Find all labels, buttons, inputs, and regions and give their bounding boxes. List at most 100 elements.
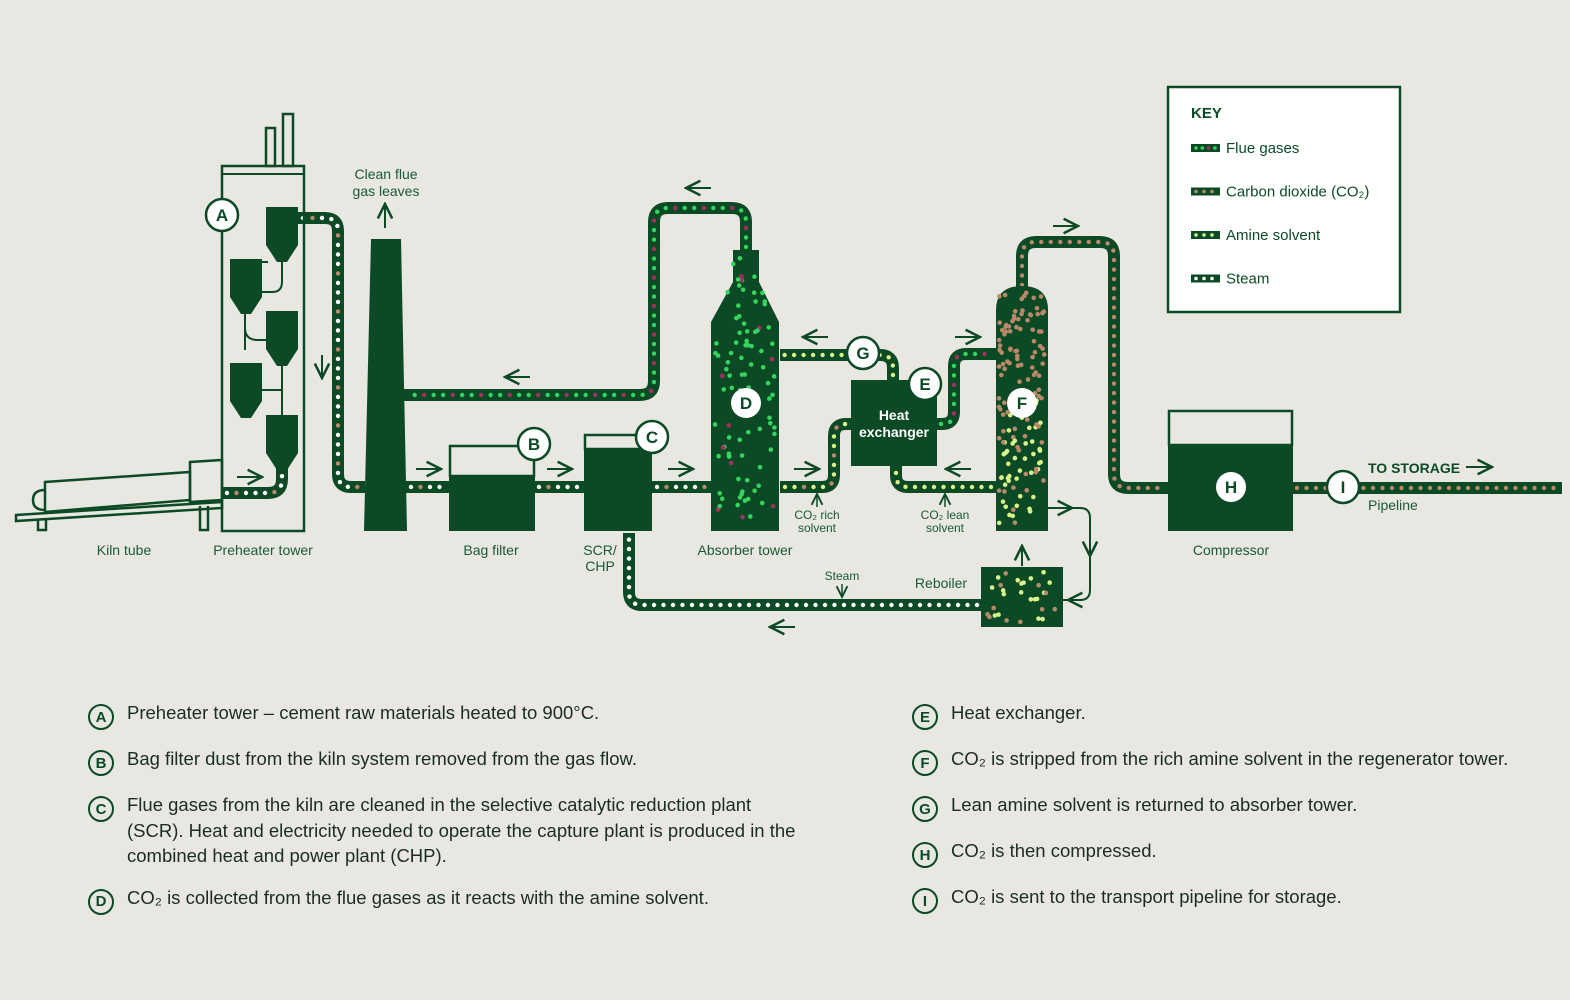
flow-dot [727, 602, 733, 608]
key-swatch-dot [1194, 233, 1198, 237]
particle [739, 274, 744, 279]
flow-dot [1111, 428, 1117, 434]
particle [715, 507, 721, 512]
flow-dot [718, 602, 723, 608]
label-preheater-tower: Preheater tower [213, 542, 313, 558]
flow-dot [651, 379, 657, 385]
particle [1025, 377, 1031, 382]
particle [1036, 460, 1042, 466]
flow-dot [1048, 239, 1053, 245]
particle [1012, 520, 1018, 525]
particle [1036, 387, 1042, 393]
flow-dot [651, 602, 657, 608]
flow-dot [782, 484, 788, 490]
flow-dot [756, 602, 761, 608]
particle [744, 477, 750, 483]
particle [1038, 420, 1043, 426]
key-swatch-dot [1202, 189, 1206, 194]
flow-dot [1019, 273, 1025, 278]
particle [1023, 290, 1029, 296]
flow-dot [663, 205, 668, 211]
key-title: KEY [1191, 105, 1222, 122]
flow-dot [917, 602, 923, 608]
chimney-stack [364, 239, 407, 531]
particle [1039, 440, 1045, 445]
particle [770, 341, 775, 347]
particle [1014, 503, 1020, 509]
particle [1040, 361, 1045, 366]
particle [1032, 596, 1038, 602]
particle [1040, 616, 1045, 622]
particle [1007, 512, 1012, 518]
flow-dot [651, 303, 657, 309]
marker-d: D [731, 388, 761, 418]
flow-dot [536, 484, 542, 490]
pipe-rich-solvent [780, 418, 852, 493]
pipe-absorber-to-stack [404, 202, 752, 401]
particle [1010, 434, 1016, 440]
flow-dot [680, 602, 685, 608]
flow-dot [972, 351, 978, 357]
particle [1001, 440, 1006, 445]
particle [768, 447, 774, 452]
particle [760, 290, 765, 296]
flow-dot [335, 394, 341, 400]
particle [1005, 359, 1010, 364]
particle [989, 585, 995, 590]
flow-dot [1111, 381, 1117, 386]
flow-dot [1294, 485, 1300, 491]
flow-dot [602, 392, 607, 398]
particle [1041, 309, 1047, 314]
flow-dot [810, 352, 816, 358]
legend-text: Preheater tower – cement raw materials h… [127, 702, 600, 723]
flow-dot [1484, 485, 1490, 491]
particle [747, 514, 753, 519]
particle [727, 373, 732, 378]
flow-dot [335, 461, 341, 466]
flow-dot [621, 392, 626, 398]
particle [1030, 365, 1035, 370]
particle [1003, 322, 1009, 328]
flow-dot [335, 223, 340, 229]
flow-dot [822, 602, 828, 608]
flow-dot [335, 252, 341, 257]
particle [737, 495, 743, 500]
particle [752, 488, 757, 494]
particle [1006, 478, 1012, 484]
particle [995, 575, 1001, 580]
label-pipeline: Pipeline [1368, 497, 1418, 513]
flow-dot [1096, 239, 1101, 245]
particle [1035, 311, 1040, 317]
particle [759, 500, 765, 506]
particle [1005, 410, 1010, 415]
particle [753, 299, 758, 304]
particle [1015, 316, 1021, 322]
flow-dot [651, 237, 657, 242]
flow-dot [1418, 485, 1423, 491]
flow-dot [335, 442, 341, 447]
flow-dot [272, 489, 277, 495]
particle [717, 503, 723, 509]
particle [1012, 455, 1018, 461]
particle [1010, 441, 1015, 446]
key-item-label: Flue gases [1226, 140, 1299, 157]
particle [1036, 582, 1041, 588]
flow-dot [831, 453, 837, 458]
svg-text:Heat: Heat [879, 407, 910, 423]
particle [996, 520, 1002, 526]
particle [719, 496, 725, 502]
flow-dot [418, 484, 423, 490]
flow-dot [895, 480, 900, 485]
particle [736, 476, 741, 482]
flow-dot [908, 602, 913, 608]
flow-dot [642, 602, 647, 608]
particle [767, 420, 773, 426]
flow-dot [651, 351, 657, 356]
svg-text:A: A [216, 206, 228, 225]
legend-marker: I [912, 888, 938, 914]
flow-dot [1111, 438, 1117, 443]
particle [1001, 428, 1006, 434]
